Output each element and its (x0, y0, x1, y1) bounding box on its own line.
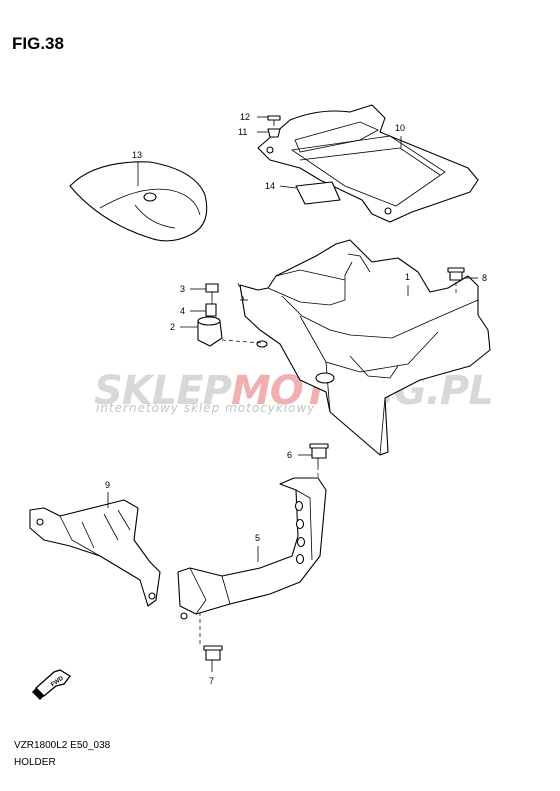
part-3-screw[interactable] (205, 283, 219, 300)
callout-7: 7 (209, 676, 214, 686)
part-5-bracket[interactable] (177, 477, 327, 620)
callout-3: 3 (180, 284, 185, 294)
figure-title: FIG.38 (12, 34, 64, 53)
part-8-bolt[interactable] (447, 267, 465, 296)
part-10-tray[interactable] (257, 104, 479, 223)
callout-14: 14 (265, 181, 275, 191)
part-code: VZR1800L2 E50_038 (14, 740, 111, 751)
fwd-arrow-icon: FWD (32, 669, 71, 700)
callout-11: 11 (238, 127, 247, 137)
callout-5: 5 (255, 533, 260, 543)
part-13-cover[interactable] (69, 161, 208, 242)
part-name: HOLDER (14, 757, 56, 768)
callout-2: 2 (170, 322, 175, 332)
watermark-tagline: internetowy sklep motocyklowy (96, 401, 316, 415)
part-11-grommet[interactable] (267, 128, 281, 138)
part-14-label[interactable] (295, 181, 341, 205)
leader-lines (199, 282, 319, 645)
callout-1: 1 (405, 272, 410, 282)
callout-13: 13 (132, 150, 142, 160)
part-6-bolt[interactable] (309, 443, 329, 466)
part-12-screw[interactable] (267, 115, 281, 126)
callout-9: 9 (105, 480, 110, 490)
callout-12: 12 (240, 112, 250, 122)
callout-10: 10 (395, 123, 405, 133)
part-9-side-bracket[interactable] (29, 499, 161, 607)
part-2-rubber-mount[interactable] (197, 316, 223, 347)
callout-leaders (107, 116, 478, 672)
callout-6: 6 (287, 450, 292, 460)
part-7-bolt[interactable] (203, 645, 223, 661)
part-4-spacer[interactable] (205, 303, 217, 317)
callout-8: 8 (482, 273, 487, 283)
callout-4: 4 (180, 306, 185, 316)
part-1-holder-box[interactable] (239, 239, 491, 456)
watermark-brand-left: SKLEP (94, 368, 232, 414)
